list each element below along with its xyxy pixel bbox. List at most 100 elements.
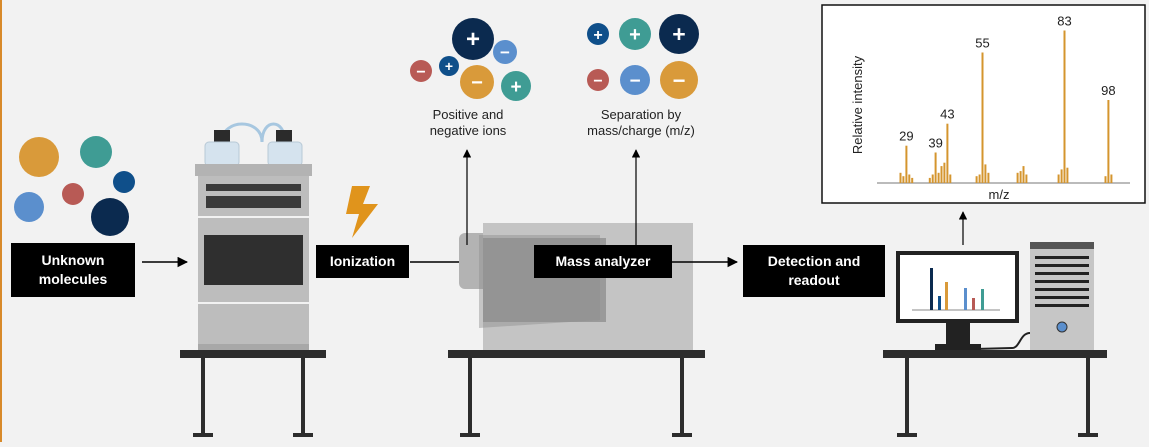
- svg-text:+: +: [510, 77, 521, 98]
- spectrum-peak: [975, 176, 978, 183]
- molecule-teal: [80, 136, 112, 168]
- spectrum-peak: [1060, 169, 1063, 183]
- molecule-navy: [91, 198, 129, 236]
- monitor-base: [935, 344, 981, 350]
- svg-text:−: −: [629, 71, 640, 92]
- table-foot: [293, 433, 313, 437]
- spectrum-peak: [934, 152, 937, 183]
- spectrum-peak: [946, 123, 949, 183]
- svg-text:+: +: [445, 58, 453, 74]
- power-button-icon: [1056, 321, 1068, 333]
- lc-instrument: [195, 122, 312, 350]
- lightning-bolt-icon: [346, 186, 378, 238]
- ion-negative: −: [587, 69, 609, 91]
- spectrum-peak: [978, 174, 981, 183]
- spectrum-peak-label: 43: [940, 107, 954, 122]
- screen-bar: [981, 289, 984, 310]
- svg-text:+: +: [629, 24, 641, 46]
- spectrum-peak: [937, 172, 940, 183]
- ion-positive: +: [587, 23, 609, 45]
- svg-text:−: −: [500, 43, 510, 62]
- monitor-stand: [946, 323, 970, 347]
- lc-module-1-slot: [206, 184, 301, 191]
- ion-negative: −: [620, 65, 650, 95]
- ion-negative: −: [660, 61, 698, 99]
- ion-negative: −: [493, 40, 517, 64]
- bottle-left: [204, 141, 240, 167]
- spectrum-peak-label: 39: [928, 136, 942, 151]
- screen-bar: [945, 282, 948, 310]
- spectrum-peak: [1063, 30, 1066, 183]
- ion-positive: +: [439, 56, 459, 76]
- spectrum-peak: [981, 52, 984, 183]
- mixed-ions: + − + − − +: [410, 18, 531, 101]
- spectrum-peak: [1019, 171, 1022, 183]
- spectrum-peak-label: 55: [975, 36, 989, 51]
- spectrum-peak-label: 29: [899, 129, 913, 144]
- unknown-molecules-line-1: Unknown: [41, 252, 105, 268]
- spectrum-peak: [1016, 172, 1019, 183]
- table-leg: [301, 358, 305, 436]
- svg-text:−: −: [673, 68, 686, 93]
- ionization-label: Ionization: [316, 245, 409, 278]
- screen-bar: [964, 288, 967, 310]
- screen-bar: [930, 268, 933, 310]
- svg-text:+: +: [672, 21, 685, 47]
- ion-negative: −: [460, 65, 494, 99]
- table-leg: [1086, 358, 1090, 436]
- table-foot: [897, 433, 917, 437]
- separated-ions: + + + − − −: [587, 14, 699, 99]
- detection-line-2: readout: [788, 272, 840, 288]
- spectrum-peak: [1107, 100, 1110, 183]
- table-leg: [468, 358, 472, 436]
- ion-positive: +: [501, 71, 531, 101]
- ion-positive: +: [619, 18, 651, 50]
- table-top: [448, 350, 705, 358]
- mass-analyzer-label: Mass analyzer: [534, 245, 672, 278]
- lc-module-3: [198, 304, 309, 344]
- unknown-molecules-line-2: molecules: [38, 271, 108, 287]
- ions-caption-line-1: Positive and: [432, 107, 504, 122]
- separation-caption-line-1: Separation by: [600, 107, 682, 122]
- spectrum-peak: [928, 177, 931, 183]
- spectrum-xlabel: m/z: [989, 187, 1010, 202]
- spectrum-peak: [1025, 174, 1028, 183]
- molecule-orange: [19, 137, 59, 177]
- table-leg: [905, 358, 909, 436]
- spectrum-peak: [1066, 167, 1069, 183]
- table-foot: [460, 433, 480, 437]
- spectrum-peak: [943, 162, 946, 183]
- svg-text:+: +: [466, 26, 480, 53]
- computer: [896, 242, 1094, 350]
- monitor-screen: [900, 255, 1015, 319]
- spectrum-peak-label: 98: [1101, 83, 1115, 98]
- table-top: [883, 350, 1107, 358]
- table-lc: [180, 350, 326, 437]
- table-foot: [672, 433, 692, 437]
- ion-positive: +: [452, 18, 494, 60]
- table-ms: [448, 350, 705, 437]
- table-foot: [193, 433, 213, 437]
- table-leg: [680, 358, 684, 436]
- tower-vents: [1035, 256, 1089, 307]
- svg-text:−: −: [593, 73, 602, 90]
- spectrum-peak: [908, 174, 911, 183]
- lc-base: [198, 344, 309, 350]
- spectrum-bars: [899, 30, 1113, 183]
- lc-module-2-window: [204, 235, 303, 285]
- separation-caption-line-2: mass/charge (m/z): [587, 123, 695, 138]
- ion-positive: +: [659, 14, 699, 54]
- bottle-cap-right: [276, 130, 292, 142]
- mass-analyzer-instrument: [459, 223, 693, 350]
- spectrum-peak: [940, 166, 943, 183]
- monitor-cable: [974, 332, 1031, 350]
- table-leg: [201, 358, 205, 436]
- ions-caption-line-2: negative ions: [429, 123, 507, 138]
- lc-module-1-display: [206, 196, 301, 208]
